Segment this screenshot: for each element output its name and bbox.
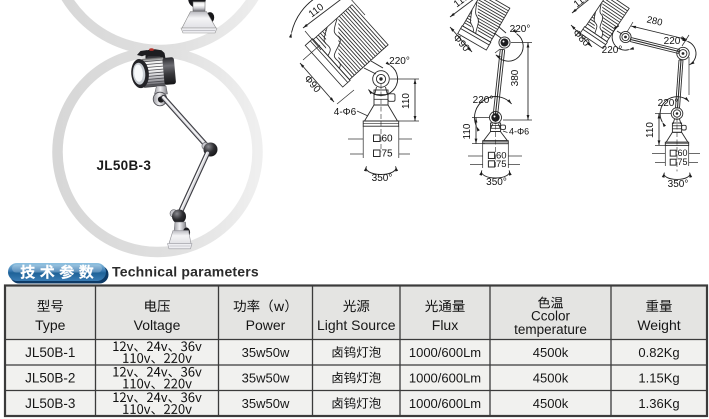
- svg-text:75: 75: [677, 157, 687, 167]
- svg-text:1000/600Lm: 1000/600Lm: [409, 396, 481, 411]
- svg-text:110: 110: [645, 122, 656, 138]
- svg-text:110: 110: [572, 0, 592, 10]
- svg-text:Ccolor: Ccolor: [531, 309, 571, 324]
- svg-text:4500k: 4500k: [533, 396, 569, 411]
- svg-text:1.15Kg: 1.15Kg: [638, 371, 679, 386]
- svg-text:Light Source: Light Source: [317, 317, 396, 333]
- svg-text:110: 110: [452, 0, 472, 10]
- svg-text:JL50B-1: JL50B-1: [25, 345, 75, 360]
- svg-text:35w50w: 35w50w: [242, 371, 290, 386]
- svg-text:Power: Power: [246, 317, 286, 333]
- svg-text:temperature: temperature: [514, 322, 587, 337]
- svg-text:35w50w: 35w50w: [242, 396, 290, 411]
- svg-text:60: 60: [677, 148, 687, 158]
- svg-text:JL50B-2: JL50B-2: [25, 371, 75, 386]
- svg-text:220°: 220°: [389, 56, 410, 67]
- svg-text:220°: 220°: [602, 45, 623, 56]
- svg-text:Weight: Weight: [637, 317, 680, 333]
- svg-text:4-Φ6: 4-Φ6: [334, 107, 357, 118]
- svg-text:1.36Kg: 1.36Kg: [638, 396, 679, 411]
- svg-text:110: 110: [401, 93, 412, 109]
- svg-text:0.82Kg: 0.82Kg: [638, 345, 679, 360]
- svg-text:350°: 350°: [668, 179, 689, 190]
- svg-text:JL50B-3: JL50B-3: [97, 158, 152, 173]
- svg-text:Technical parameters: Technical parameters: [112, 264, 259, 280]
- svg-text:75: 75: [496, 159, 507, 170]
- svg-text:Flux: Flux: [432, 317, 458, 333]
- svg-text:220°: 220°: [658, 98, 679, 109]
- svg-text:280: 280: [646, 14, 664, 28]
- svg-text:Voltage: Voltage: [134, 317, 181, 333]
- svg-text:4500k: 4500k: [533, 345, 569, 360]
- svg-text:4-Φ6: 4-Φ6: [509, 127, 529, 137]
- svg-text:350°: 350°: [372, 173, 393, 184]
- svg-text:220°: 220°: [664, 36, 685, 47]
- svg-text:1000/600Lm: 1000/600Lm: [409, 345, 481, 360]
- svg-text:60: 60: [496, 151, 507, 162]
- svg-text:4500k: 4500k: [533, 371, 569, 386]
- svg-text:110: 110: [462, 123, 473, 139]
- svg-text:35w50w: 35w50w: [242, 345, 290, 360]
- svg-text:220°: 220°: [473, 95, 494, 106]
- svg-text:75: 75: [382, 149, 394, 160]
- svg-text:Type: Type: [35, 317, 66, 333]
- svg-text:60: 60: [382, 134, 394, 145]
- svg-text:JL50B-3: JL50B-3: [25, 396, 75, 411]
- svg-text:220°: 220°: [510, 24, 531, 35]
- svg-text:350°: 350°: [486, 177, 507, 188]
- svg-text:380: 380: [510, 69, 521, 86]
- svg-text:1000/600Lm: 1000/600Lm: [409, 371, 481, 386]
